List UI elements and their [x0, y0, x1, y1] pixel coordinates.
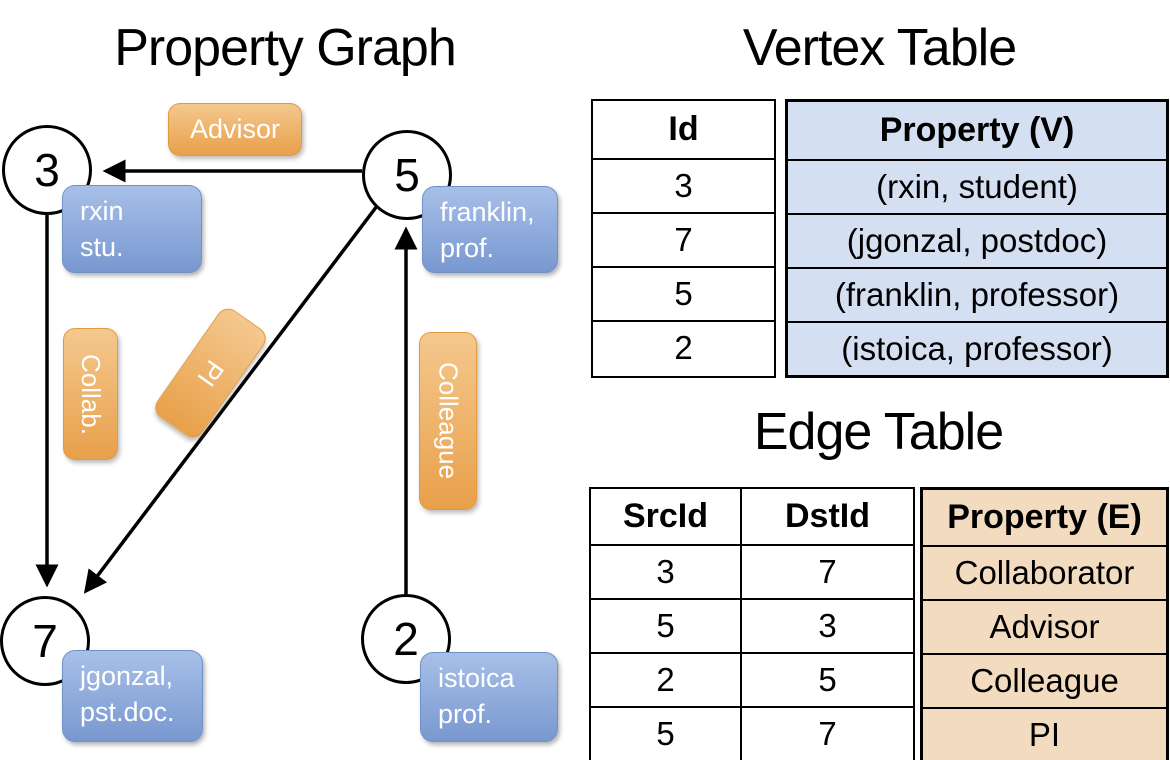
edge-table-srcid-cell: 5: [591, 706, 740, 760]
graph-node-2: 2: [361, 594, 451, 684]
property-graph-title: Property Graph: [114, 19, 457, 77]
vertex-label-istoica: istoica prof.: [420, 652, 558, 742]
vertex-label-rxin-line2: stu.: [80, 231, 124, 262]
vertex-label-franklin-line2: prof.: [440, 232, 495, 263]
vertex-table-property-cell: (istoica, professor): [788, 321, 1166, 375]
edge-label-collab: Collab.: [63, 328, 118, 460]
vertex-table: Id 3 7 5 2 Property (V) (rxin, student) …: [591, 99, 1169, 378]
edge-table-srcid-cell: 3: [591, 544, 740, 598]
vertex-table-id-column: Id 3 7 5 2: [591, 99, 776, 378]
edge-table-title: Edge Table: [753, 403, 1004, 461]
vertex-label-istoica-line1: istoica: [438, 663, 515, 693]
vertex-table-property-cell: (rxin, student): [788, 159, 1166, 213]
vertex-table-id-cell: 7: [593, 212, 774, 266]
vertex-label-jgonzal-line1: jgonzal,: [80, 661, 174, 691]
edge-table-srcid-header: SrcId: [622, 497, 709, 535]
vertex-label-jgonzal: jgonzal, pst.doc.: [62, 650, 203, 742]
edge-label-colleague: Colleague: [419, 332, 477, 510]
edge-table-property-cell: Colleague: [923, 653, 1166, 707]
vertex-table-title: Vertex Table: [742, 19, 1017, 77]
edge-table-srcid-cell: 2: [591, 652, 740, 706]
edge-label-advisor: Advisor: [168, 103, 302, 156]
vertex-table-property-cell: (franklin, professor): [788, 267, 1166, 321]
vertex-table-id-cell: 5: [593, 266, 774, 320]
edge-pi-5-to-7: [83, 204, 379, 594]
edge-table-dstid-header: DstId: [740, 489, 913, 544]
edge-table-property-cell: Collaborator: [923, 545, 1166, 599]
edge-table-dstid-cell: 7: [740, 706, 913, 760]
edge-table-srcid-cell: 5: [591, 598, 740, 652]
vertex-label-rxin-line1: rxin: [80, 196, 124, 226]
edge-table-property-cell: Advisor: [923, 599, 1166, 653]
edge-table-property-column: Property (E) Collaborator Advisor Collea…: [920, 487, 1169, 760]
vertex-label-jgonzal-line2: pst.doc.: [80, 696, 175, 727]
vertex-label-franklin-line1: franklin,: [440, 197, 535, 227]
edge-table-dstid-cell: 5: [740, 652, 913, 706]
vertex-table-property-cell: (jgonzal, postdoc): [788, 213, 1166, 267]
edge-table-property-header: Property (E): [947, 498, 1142, 536]
vertex-table-property-header: Property (V): [879, 111, 1075, 149]
edge-table-dstid-cell: 7: [740, 544, 913, 598]
vertex-label-franklin: franklin, prof.: [422, 186, 558, 273]
edge-table: SrcId DstId 3 7 5 3 2 5 5 7 Property (E)…: [589, 487, 1169, 760]
edge-table-dstid-cell: 3: [740, 598, 913, 652]
edge-table-property-cell: PI: [923, 707, 1166, 760]
graph-node-5: 5: [362, 130, 452, 220]
graph-edges: [35, 159, 418, 594]
vertex-table-id-cell: 3: [593, 158, 774, 212]
vertex-table-property-column: Property (V) (rxin, student) (jgonzal, p…: [785, 99, 1169, 378]
edge-table-id-columns: SrcId DstId 3 7 5 3 2 5 5 7: [589, 487, 915, 760]
vertex-table-id-cell: 2: [593, 320, 774, 374]
vertex-label-istoica-line2: prof.: [438, 698, 493, 729]
vertex-label-rxin: rxin stu.: [62, 185, 202, 273]
vertex-table-id-header: Id: [668, 110, 699, 148]
